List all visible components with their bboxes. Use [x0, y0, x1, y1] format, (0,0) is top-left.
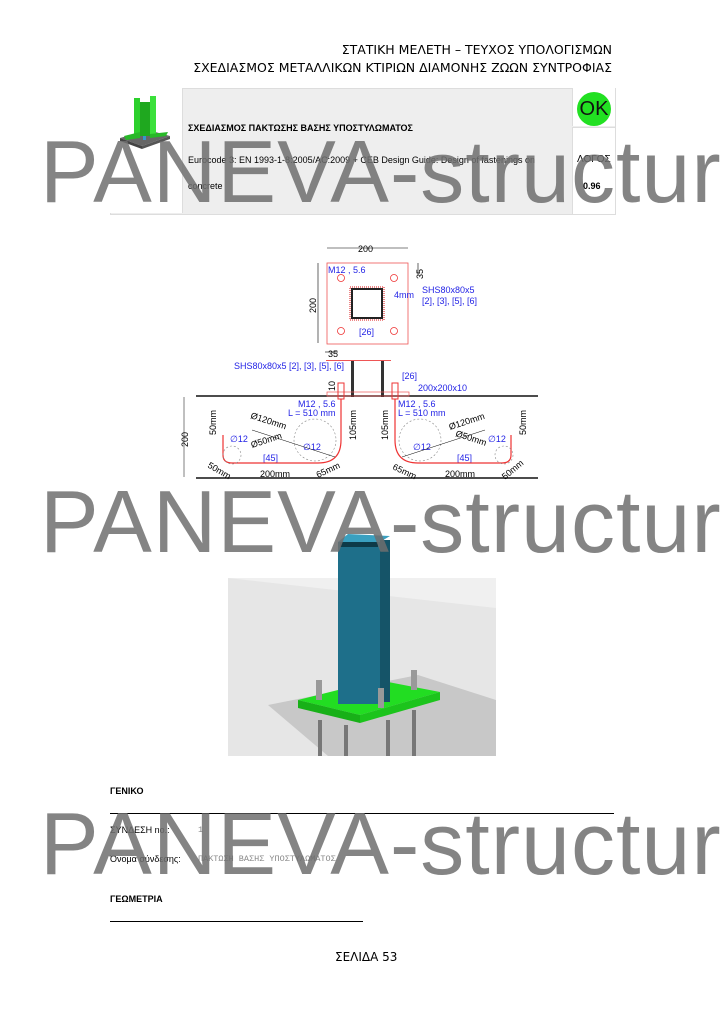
dim-plate-width: 200 [358, 244, 373, 254]
summary-box [110, 88, 616, 215]
bar-dia-right2: ∅12 [413, 442, 431, 452]
section-label-side: SHS80x80x5 [2], [3], [5], [6] [234, 361, 344, 371]
bend-dia-right: Ø120mm [448, 411, 486, 432]
bar-dia-right: ∅12 [488, 434, 506, 444]
dim-embed-right: 105mm [380, 410, 390, 440]
dim-cover-right: 50mm [518, 410, 528, 435]
anchor-length-right: L = 510 mm [398, 408, 445, 418]
3d-model-render [228, 534, 496, 756]
anchor-label-right: M12 , 5.6 [398, 399, 436, 409]
section-label: SHS80x80x5 [422, 285, 475, 295]
anchor-ref-right: [45] [457, 453, 472, 463]
dim-hook-left: 200mm [260, 469, 290, 479]
geometry-heading: ΓΕΩΜΕΤΡΙΑ [110, 894, 163, 904]
hook-dia-right: Ø50mm [454, 428, 488, 447]
plate-ref-side: [26] [402, 371, 417, 381]
hook-dia-left: Ø50mm [250, 430, 284, 449]
dim-edge-left: 35 [328, 349, 338, 359]
header-title-line1: ΣΤΑΤΙΚΗ ΜΕΛΕΤΗ – ΤΕΥΧΟΣ ΥΠΟΛΟΓΙΣΜΩΝ [341, 42, 612, 57]
dim-embed-left: 105mm [348, 410, 358, 440]
summary-code-line1: Eurocode 3: EN 1993-1-8:2005/AC:2009 + C… [188, 155, 535, 165]
bar-dia-left: ∅12 [230, 434, 248, 444]
section-refs: [2], [3], [5], [6] [422, 296, 477, 306]
column-base-icon [120, 96, 170, 149]
connection-name-label: Όνομα σύνδεσης: [110, 854, 181, 864]
ratio-cell [572, 127, 615, 214]
dim-plate-height: 200 [308, 298, 318, 313]
summary-icon-cell [110, 88, 183, 213]
connection-number-value: 1 [198, 825, 204, 835]
summary-title: ΣΧΕΔΙΑΣΜΟΣ ΠΑΚΤΩΣΗΣ ΒΑΣΗΣ ΥΠΟΣΤΥΛΩΜΑΤΟΣ [188, 123, 413, 133]
base-plate-drawing: 200 200 35 35 M12 , 5.6 4mm SHS80x80x5 [… [180, 244, 538, 482]
page-number: ΣΕΛΙΔΑ 53 [335, 950, 398, 964]
ratio-label: ΛΟΓΟΣ [577, 154, 611, 165]
plate-dims: 200x200x10 [418, 383, 467, 393]
geometry-divider [110, 921, 363, 922]
connection-name-value: ΠΑΚΤΩΣΗ ΒΑΣΗΣ ΥΠΟΣΤΥΛΩΜΑΤΟΣ [198, 854, 336, 864]
header-title-line2: ΣΧΕΔΙΑΣΜΟΣ ΜΕΤΑΛΛΙΚΩΝ ΚΤΙΡΙΩΝ ΔΙΑΜΟΝΗΣ Ζ… [193, 60, 612, 75]
general-heading: ΓΕΝΙΚΟ [110, 786, 144, 796]
dim-plate-thk: 10 [327, 381, 337, 391]
connection-number-label: ΣΥΝΔΕΣΗ no.: [110, 825, 170, 835]
dim-edge-top: 35 [415, 269, 425, 279]
status-badge: OK [577, 92, 611, 126]
general-divider [110, 813, 614, 814]
dim-hook-right: 200mm [445, 469, 475, 479]
bar-dia-left2: ∅12 [303, 442, 321, 452]
anchor-length-left: L = 510 mm [288, 408, 335, 418]
weld-label: 4mm [394, 290, 414, 300]
bend-dia-left: Ø120mm [249, 410, 287, 431]
anchor-label-left: M12 , 5.6 [298, 399, 336, 409]
anchor-ref-left: [45] [263, 453, 278, 463]
summary-code-line2: concrete [188, 181, 223, 191]
bolt-label-top: M12 , 5.6 [328, 265, 366, 275]
ratio-value: 0.96 [583, 181, 601, 191]
dim-cover-left: 50mm [208, 410, 218, 435]
plate-ref-top: [26] [359, 327, 374, 337]
dim-depth: 200 [180, 432, 190, 447]
